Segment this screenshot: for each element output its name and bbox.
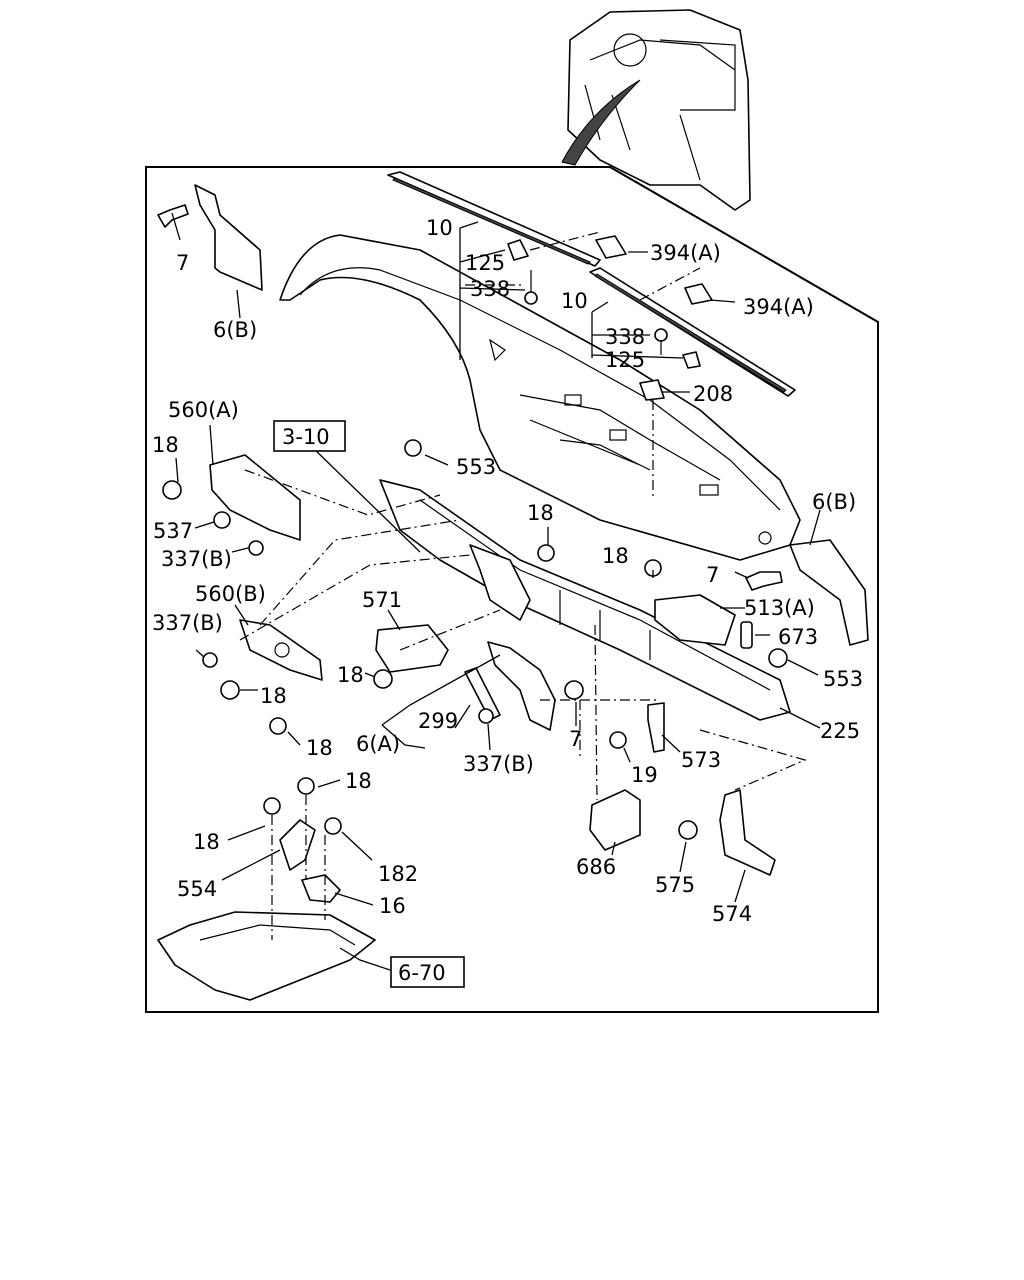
screw-338-lower: [654, 328, 668, 355]
callout-10: 10: [561, 289, 588, 313]
clip-208: [639, 379, 665, 401]
bracket-686: [589, 789, 641, 851]
ref-box-6-70: [390, 956, 465, 988]
callout-10: 10: [426, 216, 453, 240]
callout-337b: 337(B): [161, 547, 232, 571]
callout-16: 16: [379, 894, 406, 918]
clip-16: [301, 874, 341, 903]
spacer-673: [740, 621, 753, 649]
callout-673: 673: [778, 625, 818, 649]
callout-6b: 6(B): [812, 490, 856, 514]
part-callouts: 7 6(B) 10 125 338 394(A) 10 394(A) 338 1…: [152, 216, 863, 926]
bracket-6b-right: [745, 539, 869, 646]
callout-513a: 513(A): [744, 596, 815, 620]
callout-299: 299: [418, 709, 458, 733]
callout-394a: 394(A): [743, 295, 814, 319]
callout-7: 7: [569, 727, 582, 751]
callout-7: 7: [706, 563, 719, 587]
bracket-6a-assembly: [464, 641, 556, 731]
callout-225: 225: [820, 719, 860, 743]
callout-686: 686: [576, 855, 616, 879]
callout-6b: 6(B): [213, 318, 257, 342]
callout-560b: 560(B): [195, 582, 266, 606]
callout-18: 18: [337, 663, 364, 687]
callout-573: 573: [681, 748, 721, 772]
floor-panel: [157, 911, 376, 1001]
callout-18: 18: [193, 830, 220, 854]
cab-inset-view: [561, 9, 751, 211]
callout-125: 125: [605, 348, 645, 372]
bracket-554: [279, 819, 316, 871]
callout-208: 208: [693, 382, 733, 406]
callout-7: 7: [176, 251, 189, 275]
screw-338-upper: [524, 270, 538, 305]
phantom-lines: [239, 231, 807, 940]
ref-label-3-10: 3-10: [282, 425, 330, 449]
callout-125: 125: [465, 251, 505, 275]
bracket-560b: [239, 619, 323, 681]
fasteners: [162, 439, 788, 840]
callout-560a: 560(A): [168, 398, 239, 422]
callout-553: 553: [823, 667, 863, 691]
cross-car-beam: [379, 479, 791, 721]
ref-label-6-70: 6-70: [398, 961, 446, 985]
callout-337b: 337(B): [152, 611, 223, 635]
leader-lines: [171, 212, 821, 971]
bracket-560a: [209, 454, 301, 541]
defroster-grille-upper: [387, 171, 601, 267]
clip-394a-lower: [684, 283, 713, 305]
bracket-574: [719, 789, 776, 876]
callout-575: 575: [655, 873, 695, 897]
bracket-513a: [654, 594, 736, 646]
callout-554: 554: [177, 877, 217, 901]
callout-18: 18: [602, 544, 629, 568]
callout-6a: 6(A): [356, 732, 400, 756]
bracket-6b-left: [157, 184, 263, 291]
clip-125-lower: [682, 351, 701, 369]
callout-18: 18: [152, 433, 179, 457]
duct-571: [375, 624, 449, 673]
callout-182: 182: [378, 862, 418, 886]
callout-18: 18: [260, 684, 287, 708]
callout-337b: 337(B): [463, 752, 534, 776]
callout-571: 571: [362, 588, 402, 612]
callout-19: 19: [631, 763, 658, 787]
ref-box-3-10: [273, 420, 346, 452]
callout-18: 18: [345, 769, 372, 793]
bracket-573: [647, 702, 665, 753]
callout-338: 338: [470, 277, 510, 301]
callout-394a: 394(A): [650, 241, 721, 265]
callout-338: 338: [605, 325, 645, 349]
clip-125-upper: [507, 239, 529, 261]
callout-553: 553: [456, 455, 496, 479]
dashboard-panel: [279, 234, 801, 561]
callout-574: 574: [712, 902, 752, 926]
callout-18: 18: [306, 736, 333, 760]
callout-18: 18: [527, 501, 554, 525]
clip-394a-upper: [595, 235, 627, 259]
diagram-frame: [145, 166, 879, 1013]
callout-537: 537: [153, 519, 193, 543]
